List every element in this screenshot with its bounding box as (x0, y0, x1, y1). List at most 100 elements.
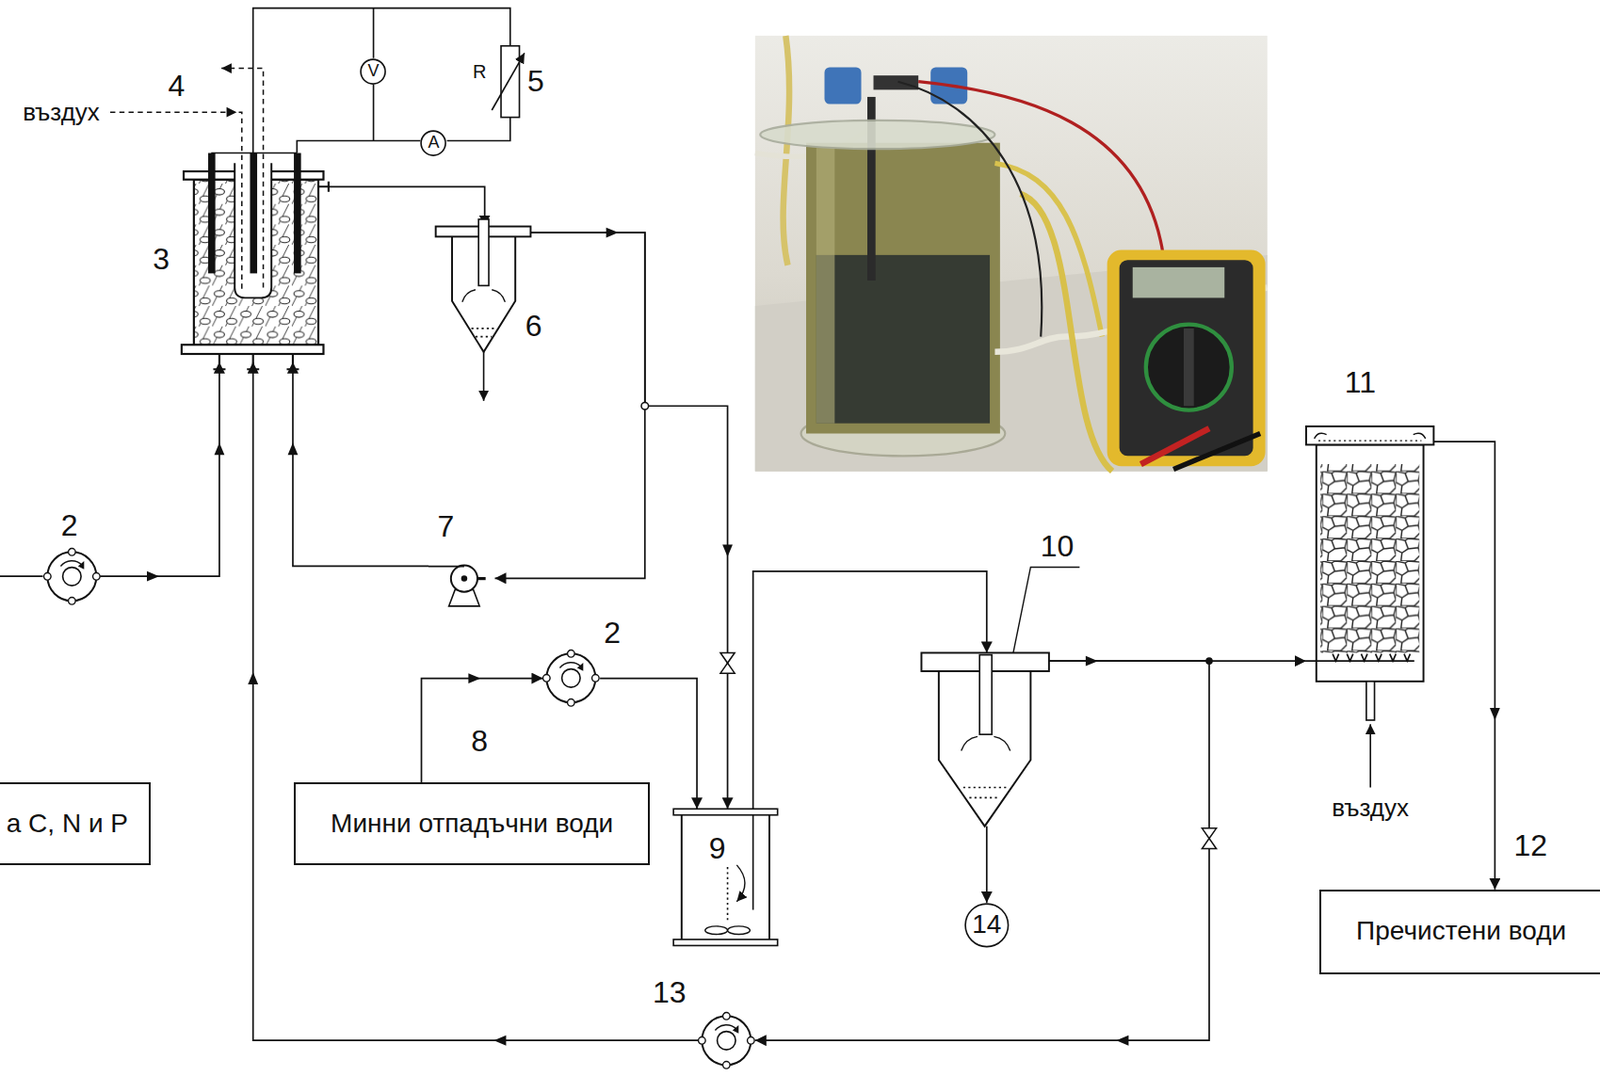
peristaltic-pump-outline (697, 1012, 756, 1070)
electrochemical-reactor (110, 112, 243, 291)
flow-arrow (493, 1035, 506, 1047)
pipe-connector (495, 232, 646, 579)
meter-circle: A (420, 129, 447, 157)
mixing-tank (681, 815, 770, 940)
circuit-wire (447, 117, 511, 142)
flow-arrow (1115, 1035, 1129, 1047)
callout-number: 12 (1514, 830, 1549, 864)
peristaltic-pump: 13 (697, 1012, 756, 1070)
reactor-photo (783, 35, 791, 266)
junction-dot (641, 402, 649, 410)
reactor-photo (1183, 328, 1195, 406)
pipe-line (0, 575, 44, 578)
mixing-tank (727, 867, 729, 924)
resistor-symbol (491, 46, 525, 118)
flow-arrow (468, 673, 481, 684)
circuit-wire (372, 8, 375, 59)
reactor-photo (1107, 249, 1266, 467)
callout-number: 6 (525, 309, 543, 343)
resistor-symbol (501, 46, 520, 118)
electrochemical-reactor (293, 153, 302, 275)
source-box: а C, N и P (0, 782, 151, 866)
electrochemical-reactor (181, 344, 324, 355)
reactor-photo (824, 67, 862, 105)
callout-number: 2 (603, 616, 621, 650)
air-label: въздух (22, 98, 100, 127)
flow-arrow (288, 442, 299, 455)
node-text: Минни отпадъчни води (330, 809, 614, 840)
settling-tank (963, 788, 1007, 799)
biofilter-column (1316, 444, 1424, 681)
callout-number: 4 (168, 70, 186, 104)
flow-arrow (722, 545, 733, 558)
peristaltic-pump-outline (542, 649, 600, 708)
callout-number: 2 (61, 510, 79, 544)
callout-number: 11 (1344, 367, 1376, 401)
node-text: а C, N и P (6, 809, 129, 840)
electrochemical-reactor (208, 153, 216, 275)
biofilter-column (1306, 654, 1415, 663)
settling-tank (478, 219, 489, 286)
flow-arrow (1489, 708, 1501, 721)
mixing-tank (673, 808, 778, 946)
mixing-tank (705, 926, 728, 936)
flow-arrow (1085, 656, 1099, 667)
settling-tank (436, 219, 532, 402)
settling-tank (483, 352, 485, 402)
reactor-photo (1119, 259, 1254, 456)
circuit-wire (296, 141, 421, 154)
callout-number: 5 (527, 64, 545, 98)
reactor-photo (1132, 267, 1226, 299)
electrochemical-reactor (226, 107, 238, 118)
callout-number: 13 (652, 977, 687, 1011)
flow-arrow (606, 227, 619, 239)
settling-tank (462, 290, 506, 303)
settling-tank (979, 655, 992, 736)
pipe-connector (292, 362, 429, 567)
callout-number: 9 (709, 832, 727, 866)
mixing-tank (673, 939, 778, 947)
pipe-connector (985, 826, 988, 904)
pipe-connector (328, 186, 485, 227)
air-label: въздух (1331, 794, 1409, 823)
output-box: Пречистени води (1319, 889, 1600, 975)
pipe-connector (530, 232, 728, 809)
settling-tank (961, 736, 1011, 751)
pipe-connector (99, 362, 220, 578)
node-text: 14 (971, 910, 1002, 940)
circuit-wire (372, 84, 375, 142)
reactor-photo (755, 35, 1268, 472)
reactor-photo (873, 75, 920, 90)
biofilter-column: 11 (1306, 426, 1434, 682)
biofilter-column (1306, 426, 1434, 789)
peristaltic-pump: 2 (542, 649, 600, 708)
reactor-photo (806, 143, 1001, 435)
meter-circle: V (359, 58, 387, 85)
mixing-tank (752, 815, 755, 911)
electrochemical-reactor (110, 68, 329, 371)
valve-symbol (720, 652, 735, 663)
resistor-label: R (472, 61, 486, 82)
source-box: Минни отпадъчни води (293, 782, 650, 866)
biofilter-column (1366, 681, 1375, 721)
biofilter-column (1369, 724, 1372, 788)
settling-tank: 6 (436, 226, 532, 355)
electrochemical-reactor (221, 68, 263, 289)
node-text: V (368, 62, 380, 81)
pipe-line (0, 576, 44, 578)
flow-arrow (146, 571, 160, 582)
flow-arrow (214, 442, 226, 455)
callout-number: 10 (1040, 530, 1075, 564)
callout-number: 8 (470, 725, 488, 759)
process-illustration (0, 8, 1501, 1047)
valve-symbol (1201, 839, 1216, 850)
reactor-photo (816, 147, 836, 424)
reactor-photo (816, 255, 990, 424)
junction-dot (1205, 657, 1213, 665)
biofilter-column (1314, 433, 1426, 439)
reactor-photo (898, 81, 1043, 338)
valve-symbol (720, 662, 735, 674)
pipe-connector (253, 362, 698, 1042)
node-text: Пречистени води (1356, 917, 1567, 947)
